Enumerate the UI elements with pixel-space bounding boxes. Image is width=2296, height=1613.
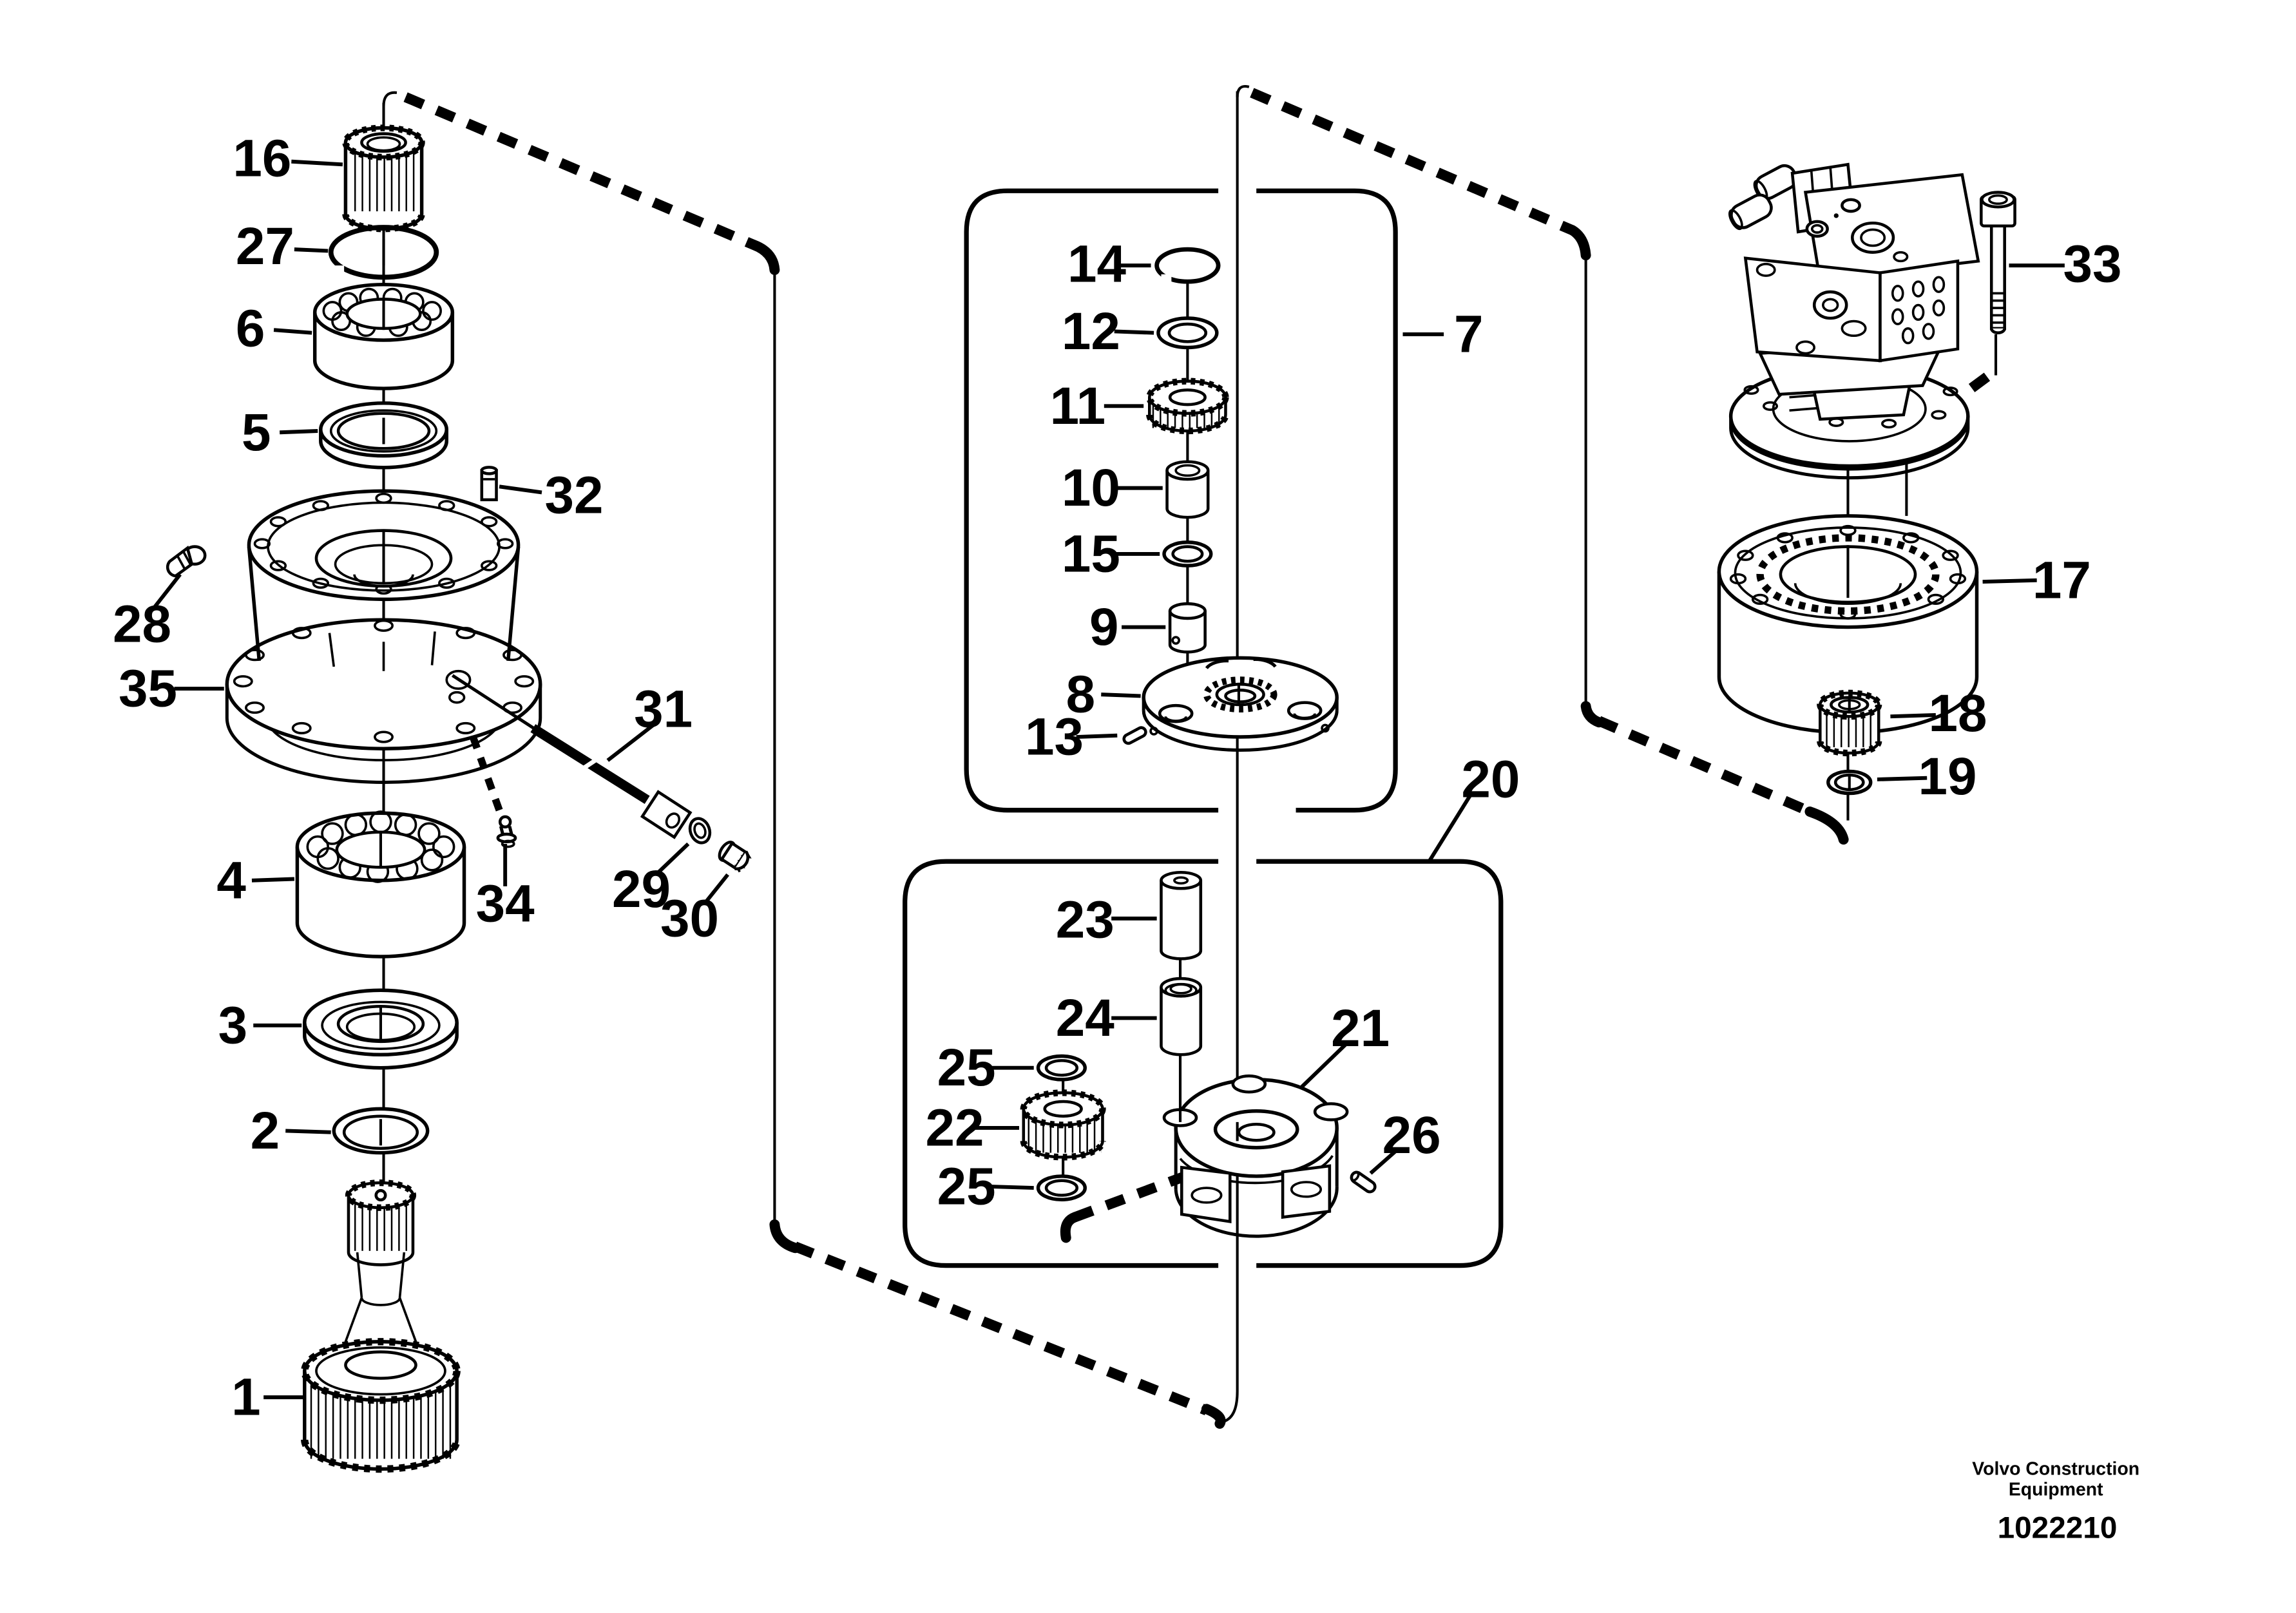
part-label-13-23: 13 — [1025, 708, 1084, 767]
part-label-20-24: 20 — [1461, 750, 1520, 808]
part-28-plug — [166, 545, 207, 578]
leader-line-27-7 — [294, 247, 329, 253]
footer-doc-number: 1022210 — [1998, 1511, 2118, 1545]
part-15-washer — [1162, 540, 1213, 568]
part-label-27-7: 27 — [236, 217, 294, 276]
footer-block: Volvo Construction Equipment 1022210 — [1972, 1459, 2139, 1545]
part-label-18-33: 18 — [1928, 684, 1987, 743]
leader-line-5-4 — [280, 429, 318, 435]
leader-line-18-33 — [1890, 712, 1936, 719]
part-label-21-30: 21 — [1331, 999, 1390, 1058]
part-label-7-15: 7 — [1454, 305, 1484, 363]
part-label-31-11: 31 — [634, 680, 693, 738]
leader-line-20-24 — [1427, 794, 1472, 863]
part-29-washer — [688, 817, 712, 845]
part-9-pin — [1168, 602, 1207, 654]
leader-line-16-6 — [291, 159, 343, 167]
part-label-28-8: 28 — [113, 595, 171, 654]
part-label-32-10: 32 — [544, 466, 603, 524]
part-8-planet-carrier — [1142, 656, 1339, 752]
leader-line-28-8 — [152, 573, 182, 609]
leader-line-4-3 — [251, 877, 294, 883]
part-label-2-1: 2 — [251, 1102, 280, 1160]
part-label-15-20: 15 — [1062, 524, 1120, 583]
part-label-9-21: 9 — [1089, 598, 1119, 656]
group-box-20 — [903, 859, 1504, 1268]
swing-motor — [1728, 162, 1980, 480]
part-label-25-29: 25 — [937, 1157, 996, 1216]
cup-bolt-holes — [253, 492, 514, 595]
leader-line-12-17 — [1114, 329, 1154, 335]
part-label-1-0: 1 — [231, 1368, 261, 1427]
part-label-29-13: 29 — [612, 860, 671, 919]
part-label-4-3: 4 — [216, 851, 246, 910]
part-label-24-26: 24 — [1056, 989, 1115, 1047]
leader-line-17-32 — [1982, 578, 2037, 584]
leader-line-8-22 — [1101, 692, 1141, 698]
part-16-coupling — [342, 124, 425, 233]
part-label-17-32: 17 — [2033, 551, 2091, 609]
part-32-pin — [480, 466, 498, 502]
footer-brand-line2: Equipment — [2009, 1479, 2103, 1500]
leader-line-30-14 — [702, 873, 729, 905]
part-13-pin — [1122, 726, 1147, 745]
part-23-pin — [1160, 871, 1203, 960]
part-label-5-4: 5 — [242, 403, 271, 462]
part-label-10-19: 10 — [1062, 459, 1120, 517]
part-25-washer-top — [1036, 1054, 1087, 1082]
part-14-ring — [1154, 247, 1221, 285]
part-label-30-14: 30 — [660, 889, 719, 948]
part-label-6-5: 6 — [236, 299, 265, 358]
part-11-gear — [1146, 377, 1229, 435]
part-1-shaft-gear — [301, 1179, 461, 1473]
part-31-pipe — [451, 674, 693, 839]
part-label-33-35: 33 — [2063, 234, 2122, 293]
part-label-14-16: 14 — [1067, 234, 1127, 293]
part-26-pin — [1350, 1170, 1377, 1194]
part-label-26-31: 26 — [1382, 1106, 1441, 1165]
group-box-7 — [964, 188, 1398, 813]
leader-line-29-13 — [655, 842, 690, 876]
footer-brand-line1: Volvo Construction — [1972, 1459, 2139, 1480]
part-25-washer-bottom — [1036, 1174, 1087, 1202]
leader-line-26-31 — [1369, 1150, 1397, 1175]
part-22-gear — [1020, 1089, 1106, 1161]
part-30-plug — [718, 841, 752, 873]
motor-port-2 — [1728, 193, 1773, 231]
part-label-35-9: 35 — [119, 660, 177, 718]
leader-line-31-11 — [606, 723, 655, 762]
axis-overlays — [379, 239, 1851, 1146]
part-2-ring — [332, 1107, 430, 1155]
part-label-23-25: 23 — [1056, 891, 1115, 950]
flange-bolt-holes — [233, 619, 535, 743]
part-label-8-22: 8 — [1066, 665, 1096, 724]
leader-line-19-34 — [1877, 776, 1928, 781]
part-33-bolt — [1980, 191, 2016, 334]
part-label-22-28: 22 — [925, 1098, 984, 1157]
part-label-19-34: 19 — [1918, 747, 1977, 806]
part-label-34-12: 34 — [476, 875, 535, 933]
part-label-11-18: 11 — [1050, 377, 1105, 435]
leader-line-32-10 — [499, 484, 542, 495]
part-10-bushing — [1165, 460, 1210, 519]
part-label-3-2: 3 — [218, 996, 248, 1055]
part-12-washer — [1156, 316, 1219, 350]
leader-line-13-23 — [1076, 733, 1118, 739]
leader-line-25-29 — [986, 1184, 1034, 1190]
part-34-grease-nipple — [496, 815, 517, 848]
part-35-housing — [225, 489, 542, 784]
part-label-12-17: 12 — [1062, 302, 1120, 361]
part-24-bushing — [1160, 977, 1203, 1056]
leader-line-21-30 — [1300, 1043, 1347, 1089]
part-label-25-27: 25 — [937, 1038, 996, 1097]
leader-line-2-1 — [285, 1129, 331, 1134]
part-label-16-6: 16 — [233, 129, 291, 188]
part-27-snap-ring — [328, 225, 439, 280]
part-21-planet-carrier-drum — [1162, 1074, 1349, 1238]
leader-line-6-5 — [273, 328, 312, 335]
